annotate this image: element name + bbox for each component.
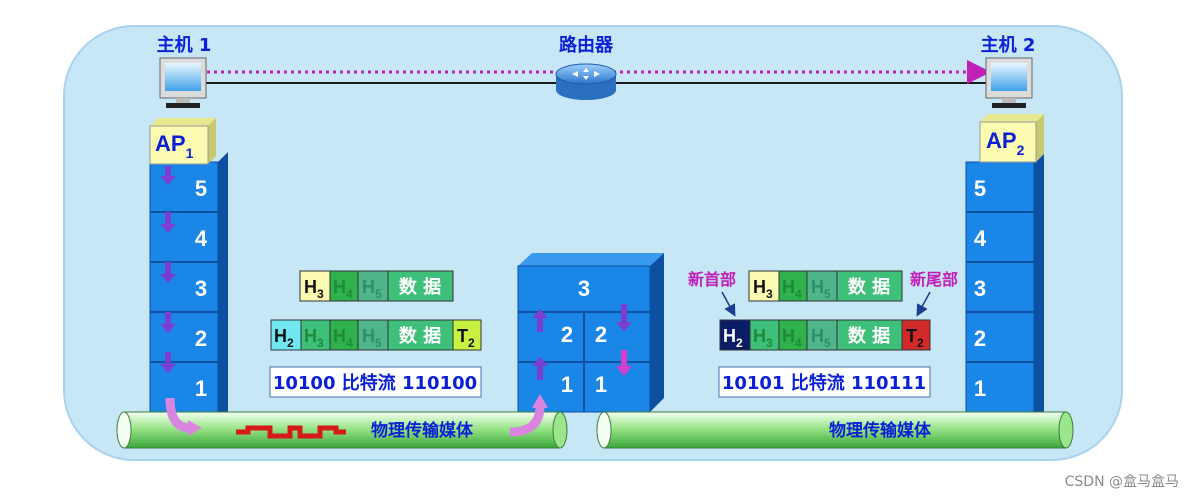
host1-protocol-stack xyxy=(149,152,228,413)
watermark: CSDN @盒马盒马 xyxy=(1064,474,1179,490)
background-panel xyxy=(63,25,1123,461)
right-l2-h4: H4 xyxy=(782,326,802,350)
host1-layer-5-label: 5 xyxy=(195,176,207,201)
left-l2-h5: H5 xyxy=(362,326,382,350)
host1-to-medium-arrow xyxy=(165,397,191,433)
host2-layer-2-label: 2 xyxy=(974,326,986,351)
host2-computer-icon xyxy=(985,57,1033,108)
left-l3-h5: H5 xyxy=(362,277,382,301)
new-trailer-arrow xyxy=(916,291,931,317)
right-l2-t2: T2 xyxy=(906,326,924,350)
router-label: 路由器 xyxy=(559,34,614,56)
router-protocol-stack xyxy=(517,253,664,413)
left-data-link-frame xyxy=(270,319,482,351)
right-l3-data: 数 据 xyxy=(848,276,890,298)
router-up-arrows xyxy=(532,309,548,380)
router-down-arrows xyxy=(616,304,632,376)
left-l2-t2: T2 xyxy=(457,326,475,350)
left-network-packet xyxy=(299,270,454,302)
host2-protocol-stack xyxy=(965,152,1044,413)
host2-label: 主机 2 xyxy=(981,34,1036,56)
bit-signal-waveform xyxy=(236,425,346,439)
right-network-packet xyxy=(748,270,903,302)
left-l2-h4: H4 xyxy=(333,326,353,350)
right-l2-h5: H5 xyxy=(811,326,831,350)
new-header-label: 新首部 xyxy=(688,270,736,289)
medium-to-router-arrow xyxy=(509,405,545,437)
right-data-link-frame xyxy=(719,319,931,351)
left-bitstream-text: 10100 比特流 110100 xyxy=(273,372,477,394)
left-l2-data: 数 据 xyxy=(399,325,441,347)
host2-layer-5-label: 5 xyxy=(974,176,986,201)
right-l2-data: 数 据 xyxy=(848,325,890,347)
host1-ap-label: AP1 xyxy=(155,131,194,161)
router-layer3-label: 3 xyxy=(578,276,590,301)
new-trailer-label: 新尾部 xyxy=(910,270,958,289)
right-bitstream-text: 10101 比特流 110111 xyxy=(722,372,926,394)
right-l3-h4: H4 xyxy=(782,277,802,301)
router-layer2-right-label: 2 xyxy=(595,322,607,347)
left-l3-data: 数 据 xyxy=(399,276,441,298)
left-l2-h2: H2 xyxy=(274,326,294,350)
right-l2-h2: H2 xyxy=(723,326,743,350)
left-l3-h3: H3 xyxy=(304,277,324,301)
router-layer2-left-label: 2 xyxy=(561,322,573,347)
right-l3-h5: H5 xyxy=(811,277,831,301)
host1-to-medium-arrowhead xyxy=(188,420,202,436)
right-medium-label: 物理传输媒体 xyxy=(829,420,932,441)
router-icon xyxy=(555,63,617,100)
new-header-arrow xyxy=(721,291,736,317)
right-l3-h3: H3 xyxy=(753,277,773,301)
host2-ap-label: AP2 xyxy=(986,128,1025,158)
router-layer1-left-label: 1 xyxy=(561,372,573,397)
host1-layer-4-label: 4 xyxy=(195,226,208,251)
host1-down-arrows xyxy=(160,166,176,373)
host2-ap-box xyxy=(979,114,1044,163)
right-physical-medium xyxy=(596,411,1074,449)
host1-computer-icon xyxy=(159,57,207,108)
host1-label: 主机 1 xyxy=(157,34,212,56)
host2-layer-4-label: 4 xyxy=(974,226,987,251)
left-l2-h3: H3 xyxy=(304,326,324,350)
host1-layer-2-label: 2 xyxy=(195,326,207,351)
host1-layer-1-label: 1 xyxy=(195,376,207,401)
host2-layer-1-label: 1 xyxy=(974,376,986,401)
right-bitstream-box xyxy=(718,366,931,398)
host1-ap-box xyxy=(149,118,216,165)
router-layer1-right-label: 1 xyxy=(595,372,607,397)
host2-layer-3-label: 3 xyxy=(974,276,986,301)
right-l2-h3: H3 xyxy=(753,326,773,350)
left-medium-label: 物理传输媒体 xyxy=(371,420,474,441)
host1-layer-3-label: 3 xyxy=(195,276,207,301)
left-bitstream-box xyxy=(269,366,482,398)
left-l3-h4: H4 xyxy=(333,277,353,301)
medium-to-router-arrowhead xyxy=(532,394,548,408)
